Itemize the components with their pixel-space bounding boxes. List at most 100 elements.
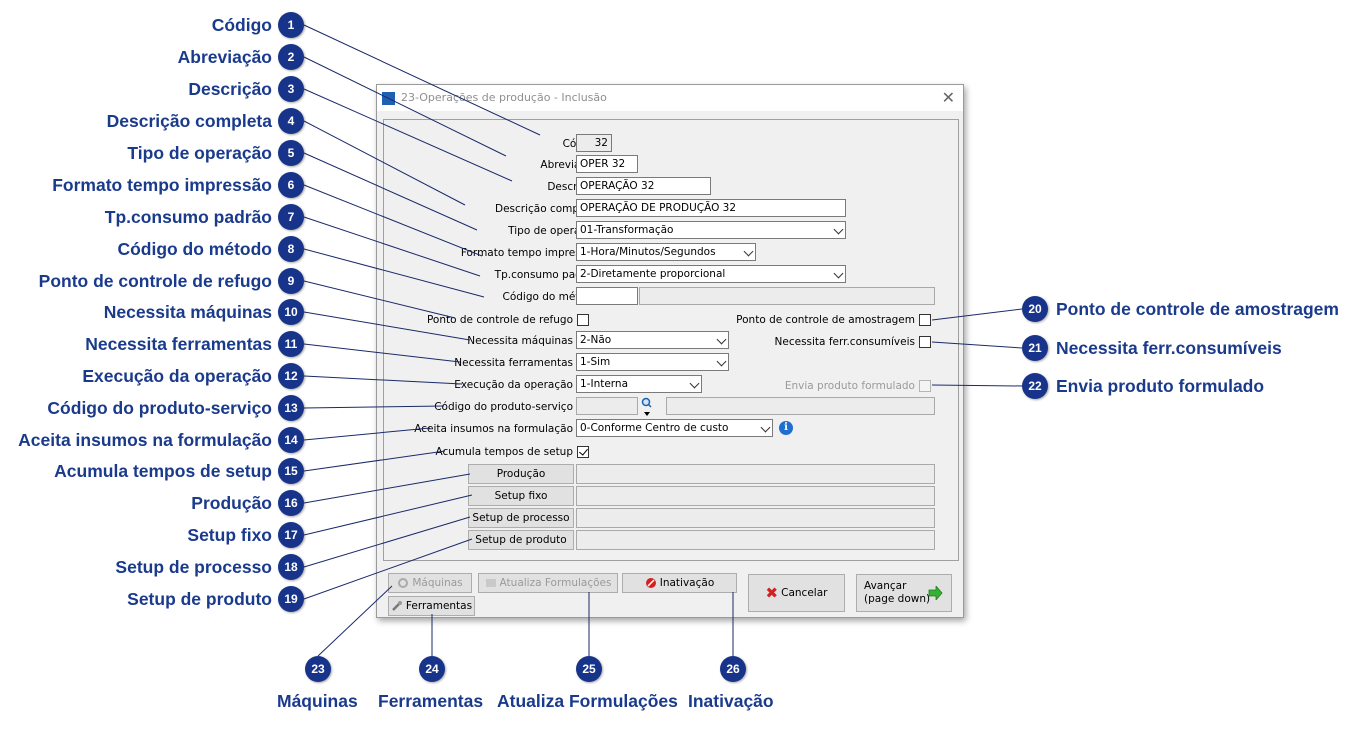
callout-16-badge: 16 bbox=[278, 490, 304, 516]
chevron-down-icon bbox=[716, 356, 727, 367]
tp-consumo-value: 2-Diretamente proporcional bbox=[580, 268, 726, 280]
callout-8-badge: 8 bbox=[278, 236, 304, 262]
aceita-insumos-value: 0-Conforme Centro de custo bbox=[580, 422, 729, 434]
callout-26-badge: 26 bbox=[720, 656, 746, 682]
magnifier-icon[interactable] bbox=[641, 397, 653, 417]
machine-icon bbox=[398, 578, 409, 588]
callout-9-badge: 9 bbox=[278, 268, 304, 294]
callout-15-badge: 15 bbox=[278, 458, 304, 484]
chevron-down-icon bbox=[833, 224, 844, 235]
ferr-consumiveis-checkbox[interactable] bbox=[919, 336, 931, 348]
callout-18-text: Setup de processo bbox=[115, 557, 272, 577]
setup-processo-field bbox=[576, 508, 935, 528]
setup-fixo-button[interactable]: Setup fixo bbox=[468, 486, 574, 506]
callout-1-text: Código bbox=[211, 15, 272, 35]
envia-produto-label: Envia produto formulado bbox=[784, 380, 915, 392]
producao-field bbox=[576, 464, 935, 484]
descricao-completa-label: Descrição completa bbox=[494, 203, 599, 215]
cancelar-button[interactable]: ✖Cancelar bbox=[748, 574, 845, 612]
formato-tempo-select[interactable]: 1-Hora/Minutos/Segundos bbox=[576, 243, 756, 261]
codigo-metodo-description bbox=[639, 287, 935, 305]
callout-4-text: Descrição completa bbox=[106, 111, 272, 131]
codigo-field[interactable]: 32 bbox=[576, 134, 612, 152]
callout-17-text: Setup fixo bbox=[187, 525, 272, 545]
callout-14-text: Aceita insumos na formulação bbox=[18, 430, 272, 450]
callout-3-badge: 3 bbox=[278, 76, 304, 102]
atualiza-formulacoes-button[interactable]: Atualiza Formulações bbox=[478, 573, 618, 593]
ferramentas-button[interactable]: Ferramentas bbox=[388, 596, 475, 616]
callout-22-text: Envia produto formulado bbox=[1056, 376, 1265, 396]
callout-9-text: Ponto de controle de refugo bbox=[38, 271, 272, 291]
setup-produto-button[interactable]: Setup de produto bbox=[468, 530, 574, 550]
necessita-ferramentas-select[interactable]: 1-Sim bbox=[576, 353, 729, 371]
chevron-down-icon bbox=[760, 422, 771, 433]
callout-12-badge: 12 bbox=[278, 363, 304, 389]
callout-24-text: Ferramentas bbox=[378, 691, 484, 711]
red-x-icon: ✖ bbox=[765, 584, 779, 602]
avancar-label: Avançar bbox=[864, 580, 907, 592]
setup-processo-button[interactable]: Setup de processo bbox=[468, 508, 574, 528]
execucao-label: Execução da operação bbox=[454, 379, 573, 391]
callout-8-text: Código do método bbox=[117, 239, 272, 259]
ponto-amostragem-checkbox[interactable] bbox=[919, 314, 931, 326]
callout-15-text: Acumula tempos de setup bbox=[54, 461, 272, 481]
setup-fixo-field bbox=[576, 486, 935, 506]
tipo-operacao-select[interactable]: 01-Transformação bbox=[576, 221, 846, 239]
callout-13-text: Código do produto-serviço bbox=[47, 398, 272, 418]
wrench-icon bbox=[392, 601, 402, 611]
formato-tempo-value: 1-Hora/Minutos/Segundos bbox=[580, 246, 716, 258]
ponto-amostragem-label: Ponto de controle de amostragem bbox=[736, 314, 915, 326]
ferramentas-label: Ferramentas bbox=[405, 600, 473, 612]
chevron-down-icon bbox=[743, 246, 754, 257]
aceita-insumos-select[interactable]: 0-Conforme Centro de custo bbox=[576, 419, 773, 437]
callout-20-badge: 20 bbox=[1022, 296, 1048, 322]
close-icon[interactable]: ✕ bbox=[941, 88, 955, 107]
disable-icon bbox=[645, 578, 656, 588]
callout-7-text: Tp.consumo padrão bbox=[104, 207, 272, 227]
callout-10-badge: 10 bbox=[278, 299, 304, 325]
ferr-consumiveis-label: Necessita ferr.consumíveis bbox=[774, 336, 915, 348]
info-icon[interactable]: i bbox=[779, 421, 793, 435]
necessita-maquinas-label: Necessita máquinas bbox=[467, 335, 573, 347]
execucao-value: 1-Interna bbox=[580, 378, 629, 390]
cancelar-label: Cancelar bbox=[781, 587, 828, 599]
operacoes-dialog: 23-Operações de produção - Inclusão ✕ Có… bbox=[376, 84, 964, 618]
inativacao-button[interactable]: Inativação bbox=[622, 573, 737, 593]
abreviacao-field[interactable]: OPER 32 bbox=[576, 155, 638, 173]
codigo-produto-label: Código do produto-serviço bbox=[434, 401, 573, 413]
tp-consumo-select[interactable]: 2-Diretamente proporcional bbox=[576, 265, 846, 283]
avancar-button[interactable]: Avançar (page down) bbox=[856, 574, 952, 612]
app-icon bbox=[382, 92, 395, 105]
callout-7-badge: 7 bbox=[278, 204, 304, 230]
callout-5-badge: 5 bbox=[278, 140, 304, 166]
callout-21-text: Necessita ferr.consumíveis bbox=[1056, 338, 1282, 358]
callout-12-text: Execução da operação bbox=[82, 366, 272, 386]
necessita-ferramentas-label: Necessita ferramentas bbox=[454, 357, 573, 369]
envia-produto-checkbox[interactable] bbox=[919, 380, 931, 392]
callout-2-text: Abreviação bbox=[177, 47, 272, 67]
setup-produto-field bbox=[576, 530, 935, 550]
callout-20-text: Ponto de controle de amostragem bbox=[1056, 299, 1339, 319]
maquinas-button[interactable]: Máquinas bbox=[388, 573, 472, 593]
callout-16-text: Produção bbox=[191, 493, 272, 513]
callout-23-badge: 23 bbox=[305, 656, 331, 682]
necessita-ferramentas-value: 1-Sim bbox=[580, 356, 611, 368]
descricao-field[interactable]: OPERAÇÃO 32 bbox=[576, 177, 711, 195]
codigo-produto-field[interactable] bbox=[576, 397, 638, 415]
tipo-operacao-value: 01-Transformação bbox=[580, 224, 674, 236]
chevron-down-icon bbox=[689, 378, 700, 389]
execucao-select[interactable]: 1-Interna bbox=[576, 375, 702, 393]
codigo-metodo-field[interactable] bbox=[576, 287, 638, 305]
ponto-refugo-checkbox[interactable] bbox=[577, 314, 589, 326]
checkmark-icon bbox=[579, 446, 588, 456]
necessita-maquinas-select[interactable]: 2-Não bbox=[576, 331, 729, 349]
atualiza-label: Atualiza Formulações bbox=[499, 577, 612, 589]
descricao-completa-field[interactable]: OPERAÇÃO DE PRODUÇÃO 32 bbox=[576, 199, 846, 217]
aceita-insumos-label: Aceita insumos na formulação bbox=[414, 423, 573, 435]
producao-button[interactable]: Produção bbox=[468, 464, 574, 484]
formato-tempo-label: Formato tempo impressão bbox=[460, 247, 599, 259]
acumula-setup-checkbox[interactable] bbox=[577, 446, 589, 458]
codigo-produto-description bbox=[666, 397, 935, 415]
callout-26-text: Inativação bbox=[688, 691, 774, 711]
chevron-down-icon bbox=[716, 334, 727, 345]
